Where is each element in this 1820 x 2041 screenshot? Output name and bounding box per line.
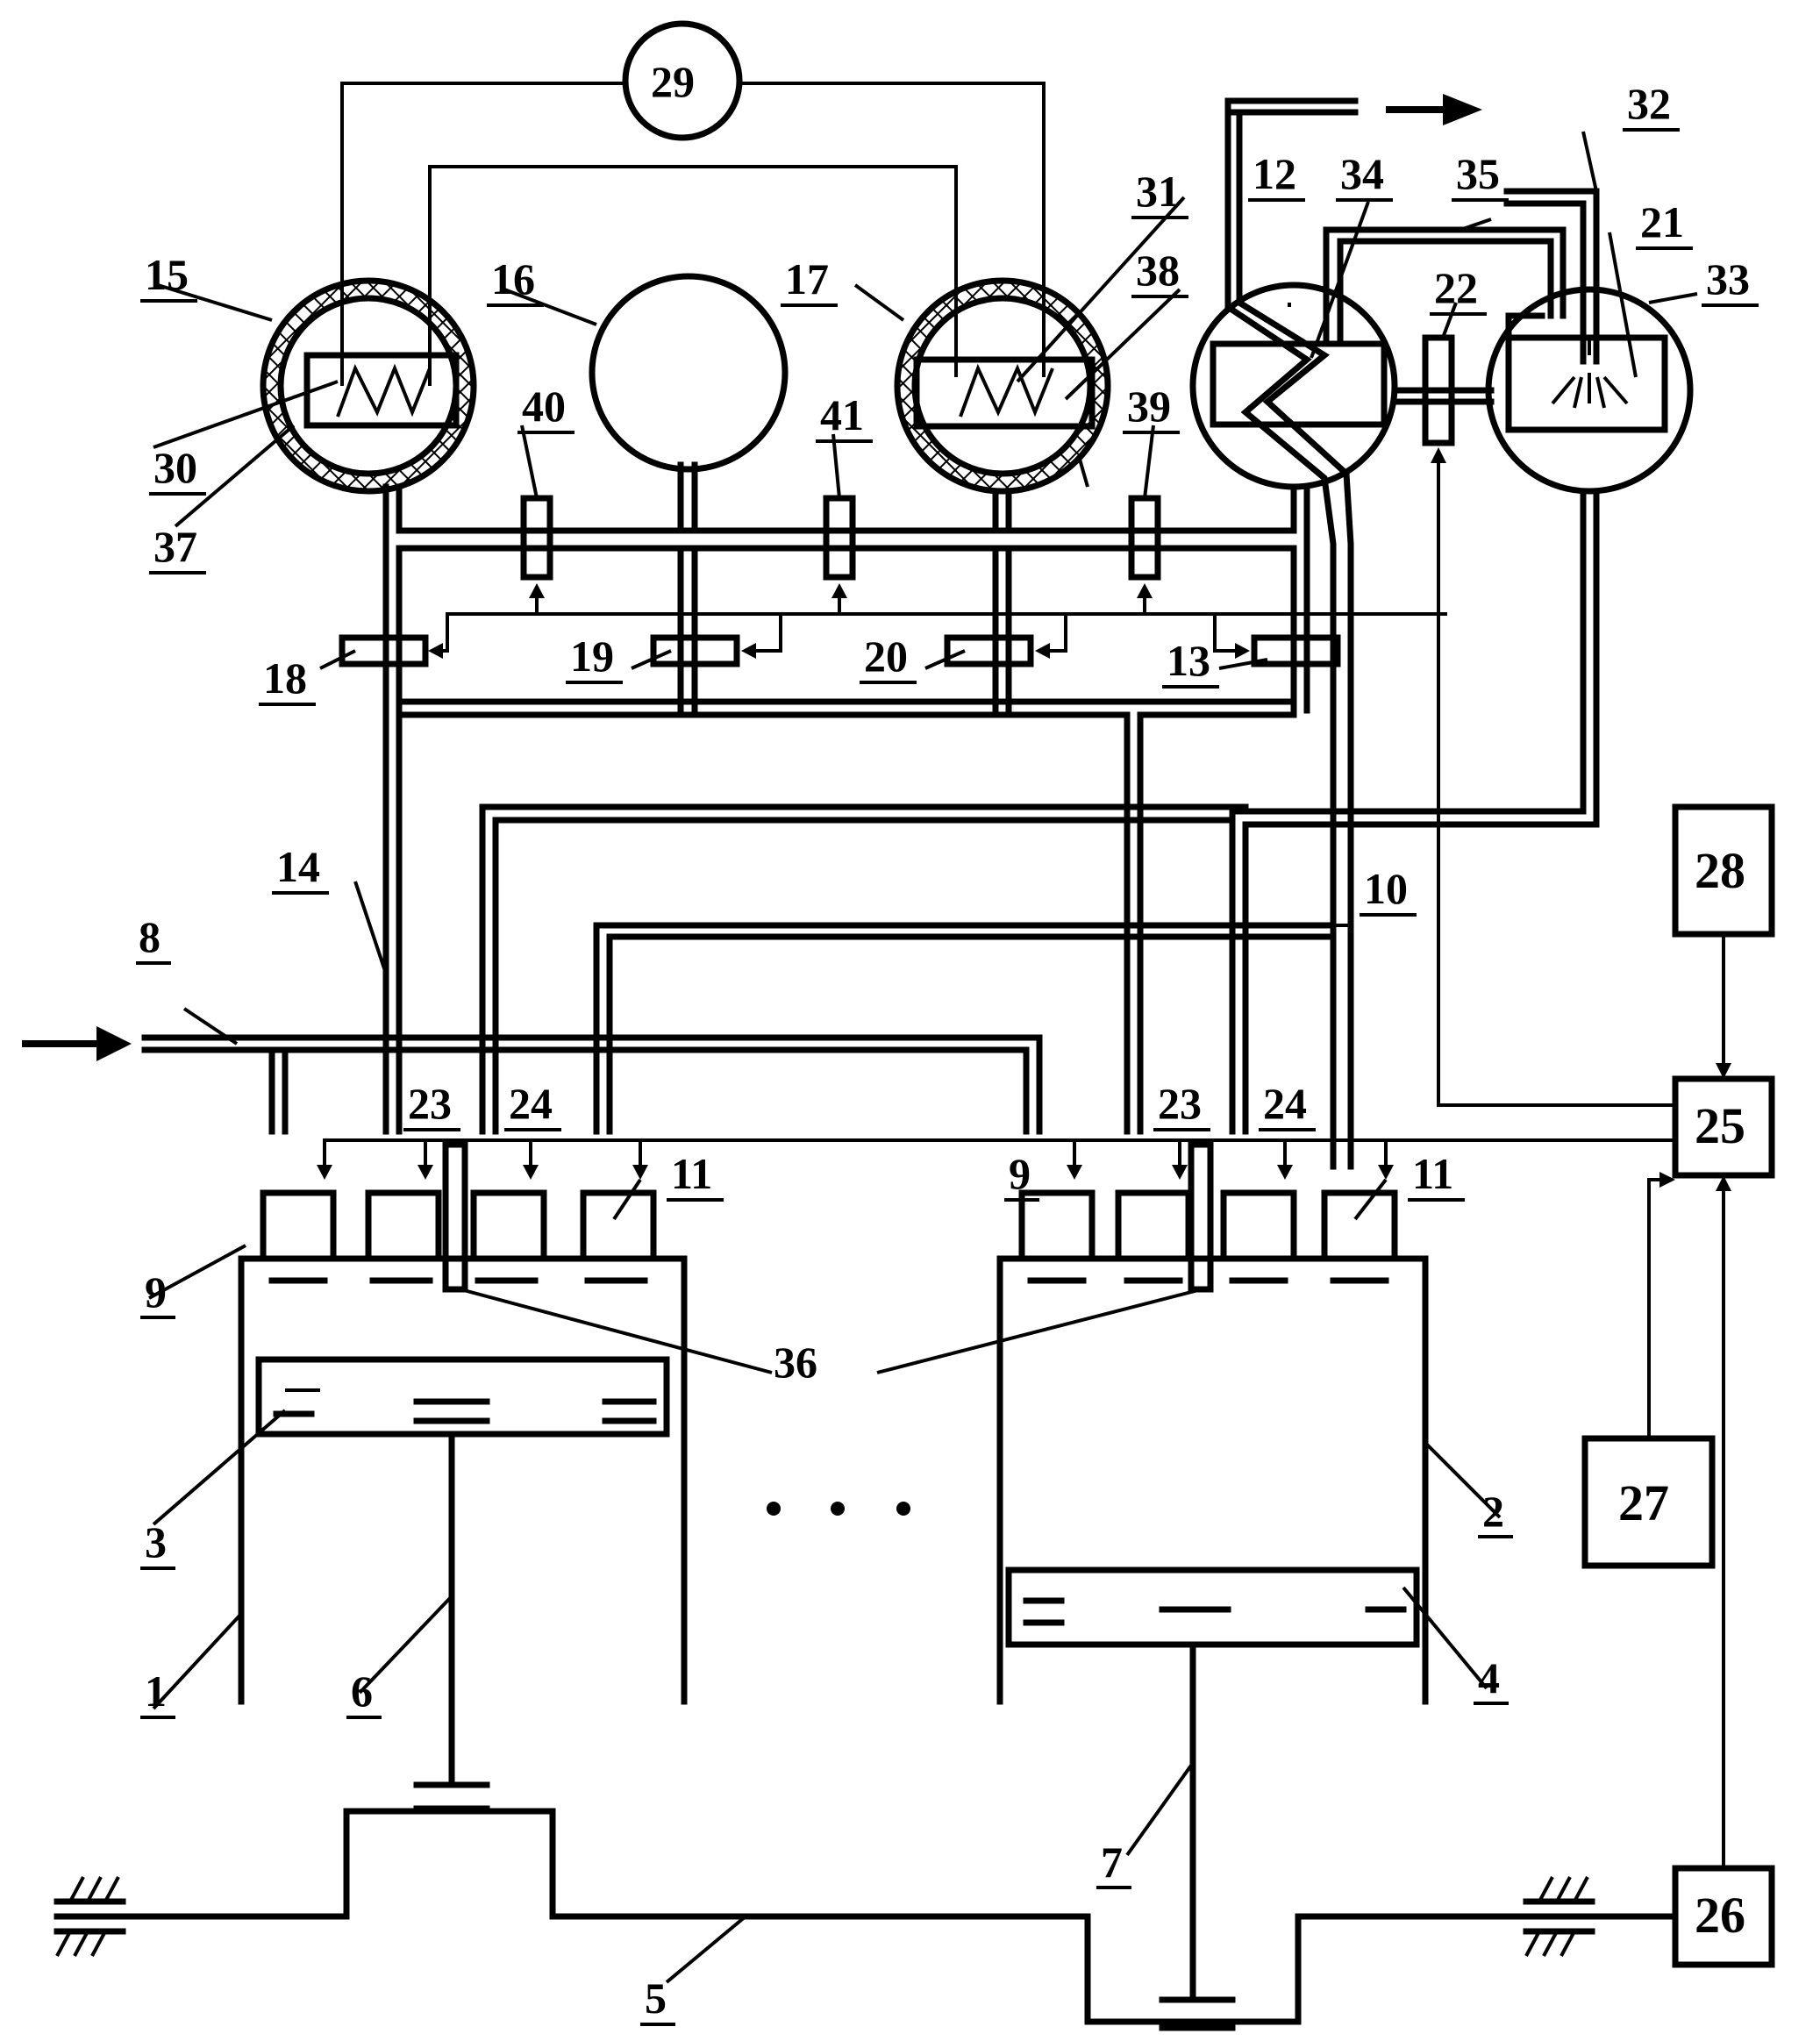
valve-9-left (263, 1193, 333, 1259)
label-10: 10 (1364, 864, 1408, 913)
label-23-left: 23 (408, 1079, 452, 1128)
control-line-22 (1438, 460, 1675, 1105)
label-24-right: 24 (1263, 1079, 1307, 1128)
label-13: 13 (1167, 636, 1210, 685)
pipe-10 (596, 925, 1333, 1131)
label-22: 22 (1434, 263, 1478, 312)
valve-23-right (1118, 1193, 1188, 1259)
valve-24-left (474, 1193, 544, 1259)
label-25: 25 (1695, 1097, 1745, 1154)
label-5: 5 (645, 1973, 667, 2023)
label-26: 26 (1695, 1887, 1745, 1944)
label-3: 3 (145, 1517, 167, 1566)
valve-23-left (368, 1193, 439, 1259)
label-18: 18 (263, 653, 307, 703)
label-36: 36 (774, 1338, 817, 1387)
label-11-left: 11 (671, 1149, 712, 1198)
label-20: 20 (864, 632, 908, 681)
label-27: 27 (1618, 1474, 1669, 1531)
label-7: 7 (1101, 1838, 1123, 1887)
valve-20 (947, 638, 1031, 664)
label-9-left: 9 (145, 1267, 167, 1317)
vessel-21 (1488, 289, 1690, 491)
crankshaft-5 (57, 1785, 1675, 2028)
label-4: 4 (1478, 1653, 1500, 1702)
label-23-right: 23 (1158, 1079, 1202, 1128)
label-40: 40 (522, 382, 566, 431)
cylinder-2 (1000, 1259, 1425, 2000)
label-1: 1 (145, 1666, 167, 1716)
tank-16 (592, 276, 785, 469)
control-bus-cylinders (317, 1140, 1675, 1180)
spark-plug-36-right (1191, 1145, 1210, 1289)
label-37: 37 (153, 522, 197, 571)
valve-11-right (1324, 1193, 1395, 1259)
valve-11-left (583, 1193, 653, 1259)
valve-41 (826, 498, 853, 577)
label-33: 33 (1706, 254, 1750, 303)
label-8: 8 (139, 912, 161, 961)
valve-40 (524, 498, 550, 577)
label-15: 15 (145, 250, 189, 299)
label-19: 19 (570, 632, 614, 681)
valve-39 (1131, 498, 1158, 577)
inlet-pipe-8 (145, 1038, 1039, 1131)
label-31: 31 (1136, 167, 1180, 216)
valve-9-right (1022, 1193, 1092, 1259)
label-12: 12 (1253, 149, 1296, 198)
tank-15 (263, 281, 474, 491)
spark-plug-36-left (446, 1145, 465, 1289)
label-34: 34 (1340, 149, 1384, 198)
label-41: 41 (820, 390, 864, 439)
tank-17 (897, 281, 1108, 491)
label-35: 35 (1456, 149, 1500, 198)
cylinder-1 (241, 1259, 684, 1785)
label-24-left: 24 (509, 1079, 553, 1128)
label-17: 17 (785, 254, 829, 303)
label-21: 21 (1640, 197, 1684, 246)
label-29: 29 (651, 57, 695, 106)
label-28: 28 (1695, 842, 1745, 899)
label-16: 16 (491, 254, 535, 303)
label-32: 32 (1627, 79, 1671, 128)
label-14: 14 (276, 842, 320, 891)
valve-24-right (1224, 1193, 1294, 1259)
label-38: 38 (1136, 246, 1180, 295)
label-9-right: 9 (1009, 1149, 1031, 1198)
inlet-arrow (96, 1026, 132, 1061)
label-6: 6 (351, 1666, 373, 1716)
label-2: 2 (1482, 1487, 1504, 1536)
label-11-right: 11 (1412, 1149, 1453, 1198)
label-30: 30 (153, 443, 197, 492)
label-39: 39 (1127, 382, 1171, 431)
